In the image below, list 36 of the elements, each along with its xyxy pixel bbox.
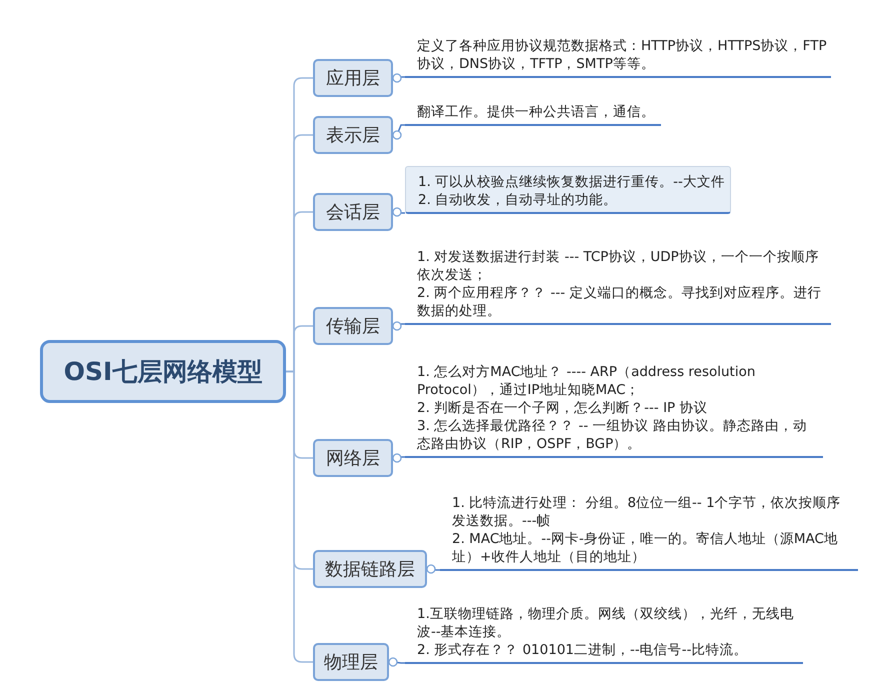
underlined-note (405, 37, 831, 78)
branch-line (392, 73, 405, 83)
note-line: 2. MAC地址。--网卡-身份证，唯一的。寄信人地址（源MAC地址）+收件人地址（目的地址） (452, 530, 839, 566)
note-line: 1. 怎么对方MAC地址？ ---- ARP（address resolution Protocol），通过IP地址知晓MAC； (417, 363, 756, 399)
branch-line (392, 453, 405, 463)
note-line: 2. 形式存在？？ 010101二进制，--电信号--比特流。 (417, 641, 748, 659)
underlined-note (440, 494, 858, 571)
note-line: 1. 比特流进行处理： 分组。8位位一组-- 1个字节，依次按顺序发送数据。---帧 (452, 494, 842, 530)
underlined-note (405, 363, 823, 458)
root-box: OSI七层网络模型 (40, 340, 286, 403)
note-line: 2. 自动收发，自动寻址的功能。 (418, 191, 618, 209)
note-line: 定义了各种应用协议规范数据格式：HTTP协议，HTTPS协议，FTP协议，DNS协议，TFTP，SMTP等等。 (417, 37, 827, 73)
branch-line (392, 124, 405, 140)
layer-box: 数据链路层 (313, 550, 427, 588)
tree-connector (286, 370, 313, 663)
layer-box: 网络层 (313, 439, 393, 477)
note-line: 1.互联物理链路，物理介质。网线（双绞线），光纤，无线电波--基本连接。 (417, 605, 795, 641)
note-line: 3. 怎么选择最优路径？？ -- 一组协议 路由协议。静态路由，动态路由协议（RIP，OSPF，BGP）。 (417, 417, 808, 453)
layer-box: 物理层 (313, 643, 389, 681)
branch-line (392, 321, 405, 331)
underlined-note (405, 248, 831, 325)
layer-box: 表示层 (313, 116, 393, 154)
layer-box: 应用层 (313, 59, 393, 97)
layer-box: 传输层 (313, 307, 393, 345)
note-line: 2. 两个应用程序？？ --- 定义端口的概念。寻找到对应程序。进行数据的处理。 (417, 284, 822, 320)
note-line: 2. 判断是否在一个子网，怎么判断？--- IP 协议 (417, 399, 708, 417)
note-line: 1. 可以从校验点继续恢复数据进行重传。--大文件 (418, 173, 726, 191)
underlined-note (405, 103, 661, 126)
note-box (405, 166, 731, 214)
branch-line (426, 564, 440, 574)
branch-line (392, 207, 405, 217)
underlined-note (405, 605, 803, 664)
note-line: 1. 对发送数据进行封装 --- TCP协议，UDP协议，一个一个按顺序依次发送； (417, 248, 820, 284)
note-line: 翻译工作。提供一种公共语言，通信。 (417, 103, 656, 121)
layer-box: 会话层 (313, 193, 393, 231)
branch-line (388, 657, 405, 667)
